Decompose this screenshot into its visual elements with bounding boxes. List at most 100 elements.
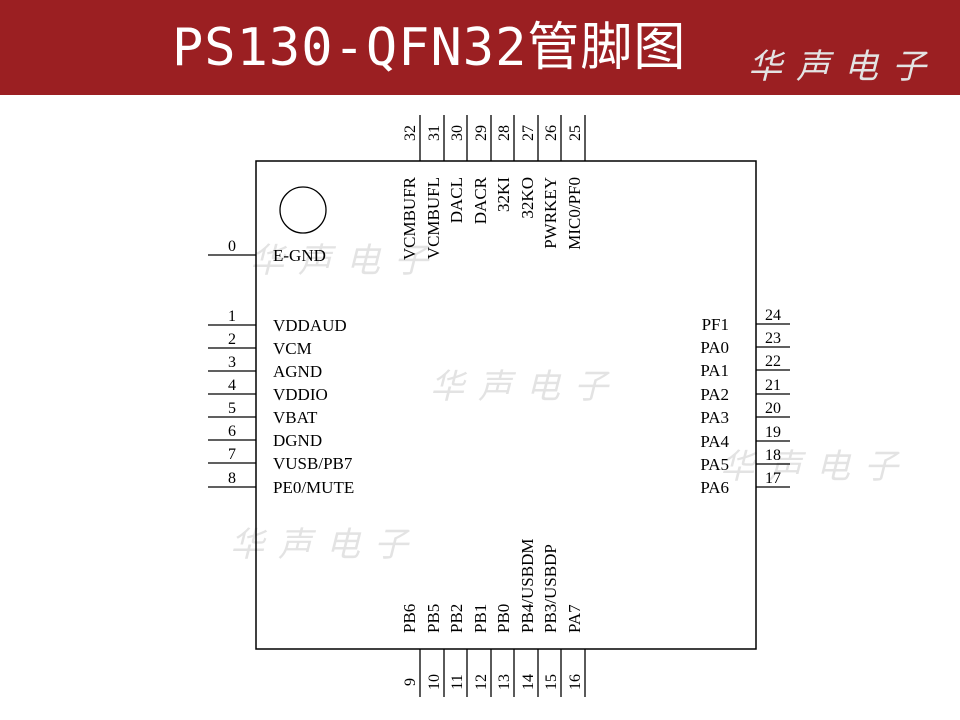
pin-number: 28 <box>496 125 513 141</box>
pin-17: 17 PA6 <box>700 470 790 497</box>
pin-4: 4 VDDIO <box>208 377 328 404</box>
pin1-marker-circle <box>279 186 327 234</box>
top-pins: 32VCMBUFR31VCMBUFL30DACL29DACR2832KI2732… <box>400 115 586 260</box>
page-title: PS130-QFN32管脚图 <box>172 18 687 78</box>
pin-18: 18 PA5 <box>700 447 790 474</box>
pin-number: 31 <box>426 125 443 141</box>
pin-5: 5 VBAT <box>208 400 318 427</box>
pin-number: 8 <box>228 470 236 487</box>
pin-number: 3 <box>228 354 236 371</box>
pin-16: 16 PA7 <box>565 604 586 697</box>
pin-27: 27 32KO <box>518 115 539 219</box>
pin-22: 22 PA1 <box>700 353 790 380</box>
pin-number: 5 <box>228 400 236 417</box>
pin-label: VDDIO <box>273 385 328 404</box>
pin-number: 12 <box>473 674 490 690</box>
pin-label: PB1 <box>471 604 490 633</box>
pin-label: DACR <box>471 176 490 224</box>
pin-0: 0 E-GND <box>208 238 326 265</box>
watermark: 华声电子 <box>748 47 940 87</box>
pin-number: 0 <box>228 238 236 255</box>
pin-number: 27 <box>520 125 537 141</box>
pin-label: AGND <box>273 362 322 381</box>
pin-label: PA2 <box>700 385 729 404</box>
pin-label: PA4 <box>700 432 729 451</box>
pin-label: PE0/MUTE <box>273 478 354 497</box>
pin-label: PB5 <box>424 604 443 633</box>
pin-number: 19 <box>765 424 781 441</box>
pin-label: VBAT <box>273 408 318 427</box>
pin-number: 26 <box>543 125 560 141</box>
pin-label: PB3/USBDP <box>541 544 560 633</box>
pin-number: 15 <box>543 674 560 690</box>
pin-label: DACL <box>447 177 466 223</box>
pin-number: 4 <box>228 377 236 394</box>
pin-number: 18 <box>765 447 781 464</box>
pin-3: 3 AGND <box>208 354 322 381</box>
pin-number: 20 <box>765 400 781 417</box>
pin-number: 14 <box>520 674 537 690</box>
pin-label: VCMBUFL <box>424 177 443 259</box>
pin-14: 14 PB4/USBDM <box>518 539 539 697</box>
pin-number: 29 <box>473 125 490 141</box>
pin-label: MIC0/PF0 <box>565 177 584 250</box>
pin-number: 32 <box>402 125 419 141</box>
pin-label: PA0 <box>700 338 729 357</box>
pin-label: VDDAUD <box>273 316 347 335</box>
pin-10: 10 PB5 <box>424 604 445 697</box>
pin-number: 17 <box>765 470 781 487</box>
pin-number: 11 <box>449 674 466 689</box>
pin-number: 30 <box>449 125 466 141</box>
pin-label: PB4/USBDM <box>518 539 537 633</box>
pin-label: PWRKEY <box>541 177 560 249</box>
pin-number: 16 <box>567 674 584 690</box>
pin-label: PF1 <box>702 315 729 334</box>
pin-label: VCMBUFR <box>400 176 419 260</box>
pin-label: VUSB/PB7 <box>273 454 353 473</box>
pin-number: 22 <box>765 353 781 370</box>
pin-label: DGND <box>273 431 322 450</box>
pin-19: 19 PA4 <box>700 424 790 451</box>
watermark: 华声电子 <box>430 367 622 407</box>
pin-label: PB2 <box>447 604 466 633</box>
pin-label: PA3 <box>700 408 729 427</box>
pin-label: PA6 <box>700 478 729 497</box>
pin-label: VCM <box>273 339 312 358</box>
pin-12: 12 PB1 <box>471 604 492 697</box>
pin-2: 2 VCM <box>208 331 312 358</box>
pin-11: 11 PB2 <box>447 604 468 697</box>
pin-number: 10 <box>426 674 443 690</box>
pin-label: PA7 <box>565 604 584 633</box>
pin-number: 1 <box>228 308 236 325</box>
pin-label: 32KO <box>518 177 537 219</box>
watermark: 华声电子 <box>250 241 442 281</box>
pin-number: 9 <box>402 678 419 686</box>
pin-15: 15 PB3/USBDP <box>541 544 562 697</box>
pin-label: PA1 <box>700 361 729 380</box>
pin-number: 2 <box>228 331 236 348</box>
chip-body <box>255 160 757 650</box>
pin-label: PA5 <box>700 455 729 474</box>
pin-20: 20 PA3 <box>700 400 790 427</box>
title-banner: PS130-QFN32管脚图 <box>0 0 960 95</box>
pin-label: E-GND <box>273 246 326 265</box>
pin-23: 23 PA0 <box>700 330 790 357</box>
pin-label: PB0 <box>494 604 513 633</box>
watermarks: 华声电子 华声电子 华声电子 华声电子 华声电子 <box>230 47 940 565</box>
pin-number: 23 <box>765 330 781 347</box>
watermark: 华声电子 <box>720 447 912 487</box>
watermark: 华声电子 <box>230 525 422 565</box>
